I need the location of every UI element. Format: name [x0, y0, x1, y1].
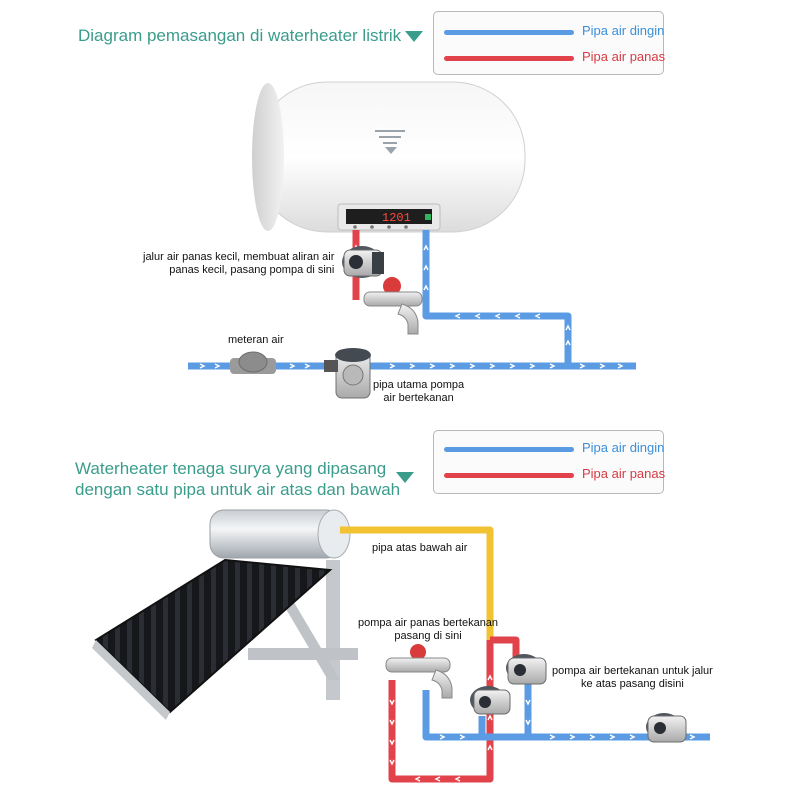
solar-water-tank: [209, 509, 351, 559]
water-meter: [230, 351, 276, 374]
top-title-text: Diagram pemasangan di waterheater listri…: [78, 26, 402, 45]
label-small-flow: jalur air panas kecil, membuat aliran ai…: [143, 251, 334, 277]
electric-water-heater: 1201: [252, 81, 526, 233]
side-pressure-pump: [646, 713, 687, 743]
label-main-pump: pipa utama pompa air bertekanan: [373, 379, 464, 405]
legend-bottom-cold-label: Pipa air dingin: [582, 440, 665, 455]
label-up-pump: pompa air bertekanan untuk jalur ke atas…: [552, 665, 713, 691]
up-pressure-pump: [506, 654, 547, 685]
solar-collector-panel: [92, 558, 333, 720]
legend-bottom: Pipa air dingin Pipa air panas: [433, 430, 666, 494]
heater-display: 1201: [382, 211, 411, 225]
bottom-title-line2: dengan satu pipa untuk air atas dan bawa…: [75, 480, 401, 499]
label-hot-pump-line1: pompa air panas bertekanan: [358, 617, 499, 629]
label-hot-pump-line2: pasang di sini: [394, 630, 462, 642]
faucet-bottom: [385, 644, 453, 699]
label-small-flow-line1: jalur air panas kecil, membuat aliran ai…: [143, 251, 335, 263]
label-main-pump-line2: air bertekanan: [383, 392, 454, 404]
top-diagram-title: Diagram pemasangan di waterheater listri…: [78, 25, 424, 46]
triangle-down-icon-bottom: [396, 472, 414, 483]
bottom-title-line1: Waterheater tenaga surya yang dipasang: [75, 459, 387, 478]
label-small-flow-line2: panas kecil, pasang pompa di sini: [169, 264, 335, 276]
label-up-pump-line2: ke atas pasang disini: [581, 678, 684, 690]
triangle-down-icon: [405, 31, 424, 43]
label-updown-pipe: pipa atas bawah air: [372, 542, 468, 554]
legend-cold-label: Pipa air dingin: [582, 23, 665, 38]
legend-hot-label: Pipa air panas: [582, 49, 666, 64]
cold-pipe-swatch-bottom: [444, 447, 574, 452]
hot-pipe-swatch: [444, 56, 574, 61]
label-up-pump-line1: pompa air bertekanan untuk jalur: [552, 665, 713, 677]
hot-pipe-swatch-bottom: [444, 473, 574, 478]
bottom-flow-arrows: [389, 674, 696, 782]
main-pressure-pump: [324, 348, 371, 399]
hot-pressure-pump: [470, 686, 511, 715]
bottom-diagram-title: Waterheater tenaga surya yang dipasang d…: [75, 458, 400, 500]
legend-bottom-hot-label: Pipa air panas: [582, 466, 666, 481]
faucet-top: [363, 277, 423, 335]
label-water-meter: meteran air: [228, 334, 284, 346]
legend-top: Pipa air dingin Pipa air panas: [433, 11, 666, 75]
small-booster-pump: [342, 246, 384, 278]
label-hot-pump: pompa air panas bertekanan pasang di sin…: [358, 617, 498, 643]
cold-pipe-swatch: [444, 30, 574, 35]
label-main-pump-line1: pipa utama pompa: [373, 379, 465, 391]
solar-updown-pipe: [340, 526, 494, 640]
